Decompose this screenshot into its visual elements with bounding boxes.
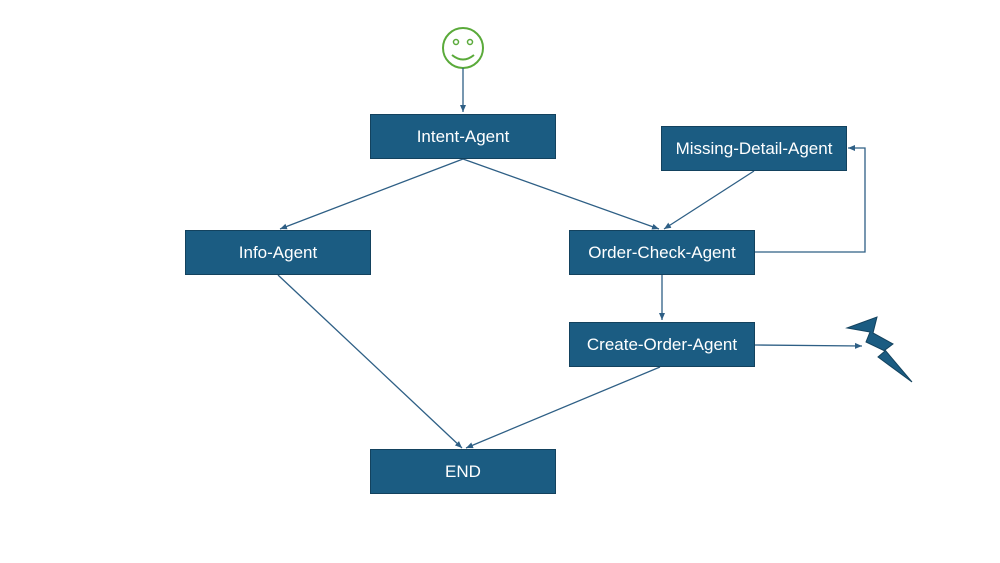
edge-info-to-end: [277, 274, 463, 449]
edge-create-to-error: [754, 342, 863, 349]
smiley-face-icon: [442, 27, 484, 69]
intent-agent-node: Intent-Agent: [370, 114, 556, 159]
missing-detail-agent-node: Missing-Detail-Agent: [661, 126, 847, 171]
edge-create-to-end: [465, 366, 661, 449]
edge-order-check-to-missing: [755, 145, 866, 253]
order-check-agent-node: Order-Check-Agent: [569, 230, 755, 275]
end-node: END: [370, 449, 556, 494]
create-order-agent-node: Create-Order-Agent: [569, 322, 755, 367]
info-agent-node: Info-Agent: [185, 230, 371, 275]
edge-intent-to-info: [279, 158, 464, 230]
lightning-bolt-icon: [845, 316, 913, 383]
edge-missing-to-order-check: [663, 170, 755, 230]
edge-intent-to-order-check: [462, 158, 660, 230]
